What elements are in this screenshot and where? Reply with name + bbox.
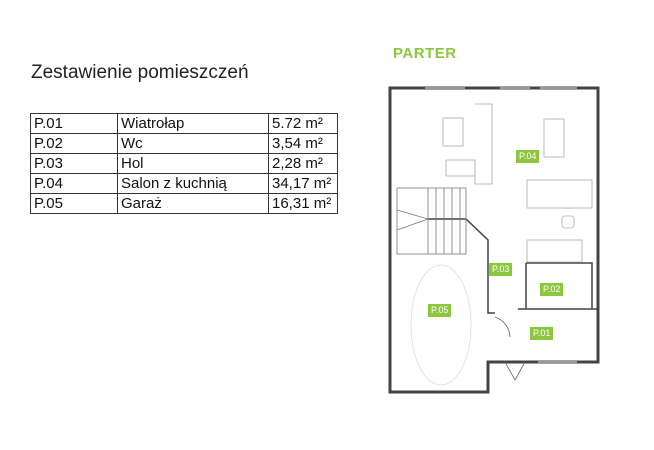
room-area: 3,54 m² [268, 133, 338, 154]
room-area: 16,31 m² [268, 193, 338, 214]
room-label-p02: P.02 [540, 283, 564, 296]
room-label-p04: P.04 [516, 150, 540, 163]
windows [425, 87, 577, 363]
room-name: Wiatrołap [117, 113, 269, 134]
room-name: Garaż [117, 193, 269, 214]
room-label-p03: P.03 [489, 263, 513, 276]
furniture [410, 103, 593, 386]
stairs [396, 187, 467, 255]
room-area: 5.72 m² [268, 113, 338, 134]
room-name: Hol [117, 153, 269, 174]
room-id: P.05 [30, 193, 118, 214]
room-area: 2,28 m² [268, 153, 338, 174]
page-title: Zestawienie pomieszczeń [31, 62, 249, 83]
doors [494, 316, 526, 381]
room-label-p05: P.05 [428, 304, 452, 317]
interior-walls [428, 218, 598, 314]
outer-walls [388, 86, 600, 394]
plan-title: PARTER [393, 45, 457, 62]
room-label-p01: P.01 [530, 327, 554, 340]
